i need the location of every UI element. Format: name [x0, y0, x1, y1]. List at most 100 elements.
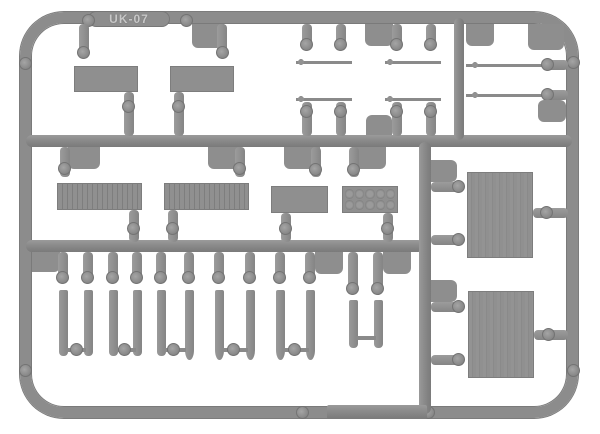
- frame-knob: [19, 364, 32, 377]
- gate: [336, 102, 346, 136]
- runner-tab: [538, 100, 566, 122]
- runner-horizontal-lower: [26, 240, 424, 252]
- gate-knob: [540, 206, 553, 219]
- gate-knob: [106, 271, 119, 284]
- gate-knob: [452, 300, 465, 313]
- gate-knob: [122, 100, 135, 113]
- gate-knob: [542, 328, 555, 341]
- gate-knob: [452, 233, 465, 246]
- gate: [83, 252, 93, 282]
- flat-plate: [74, 66, 138, 92]
- gate: [426, 24, 436, 50]
- runner-tab: [466, 24, 494, 46]
- gate: [79, 24, 89, 56]
- cartridge: [84, 290, 93, 356]
- runner-tab: [528, 24, 564, 50]
- ribbed-block: [57, 183, 142, 210]
- gate-knob: [334, 38, 347, 51]
- frame-knob: [180, 14, 193, 27]
- gate-knob: [227, 343, 240, 356]
- gate: [174, 92, 184, 136]
- gate-knob: [56, 271, 69, 284]
- gate: [184, 252, 194, 282]
- gate-knob: [424, 38, 437, 51]
- runner-segment: [327, 405, 427, 419]
- gate: [108, 252, 118, 282]
- flat-plate: [170, 66, 234, 92]
- cartridge-runner: [356, 336, 376, 340]
- gate-knob: [371, 282, 384, 295]
- chain-links: [385, 96, 441, 102]
- gate: [214, 252, 224, 282]
- gate-knob: [130, 271, 143, 284]
- gate-knob: [216, 46, 229, 59]
- beaded-links: [470, 62, 542, 68]
- gate: [542, 60, 568, 70]
- gate-knob: [243, 271, 256, 284]
- gate-knob: [172, 100, 185, 113]
- gate-knob: [81, 271, 94, 284]
- cartridge: [185, 290, 194, 360]
- gate: [392, 24, 402, 50]
- cartridge: [374, 300, 383, 348]
- gate-knob: [424, 105, 437, 118]
- runner-vertical-top-right: [454, 18, 464, 140]
- runner-tab: [365, 24, 393, 46]
- gate-knob: [127, 222, 140, 235]
- gate: [348, 252, 358, 292]
- runner-tab: [431, 160, 457, 182]
- round-cell-block: [342, 186, 398, 213]
- beaded-links: [470, 92, 542, 98]
- gate-knob: [233, 162, 246, 175]
- gate: [349, 147, 359, 177]
- runner-tab: [315, 252, 343, 274]
- runner-tab: [383, 252, 411, 274]
- frame-knob: [296, 406, 309, 419]
- gate-knob: [334, 105, 347, 118]
- gate-knob: [452, 180, 465, 193]
- cartridge: [349, 300, 358, 348]
- gate: [426, 102, 436, 136]
- runner-tab: [366, 115, 392, 135]
- gate-knob: [390, 105, 403, 118]
- cartridge: [246, 290, 255, 360]
- chain-links: [385, 59, 441, 65]
- cartridge: [133, 290, 142, 356]
- gate-knob: [347, 163, 360, 176]
- cartridge: [276, 290, 285, 360]
- sprue-label: UK-07: [88, 11, 170, 27]
- cartridge: [157, 290, 166, 356]
- runner-tab: [431, 280, 457, 302]
- frame-knob: [19, 57, 32, 70]
- gate: [542, 90, 568, 100]
- runner-tab: [208, 147, 240, 169]
- gate: [275, 252, 285, 282]
- cartridge: [59, 290, 68, 356]
- runner-tab: [68, 147, 100, 169]
- gate: [156, 252, 166, 282]
- gate: [431, 302, 461, 312]
- gate: [431, 235, 461, 245]
- gate-knob: [279, 222, 292, 235]
- cartridge: [109, 290, 118, 356]
- gate: [373, 252, 383, 292]
- gate: [58, 252, 68, 282]
- gate-knob: [154, 271, 167, 284]
- flat-plate: [271, 186, 328, 213]
- gate: [305, 252, 315, 282]
- gate-knob: [166, 222, 179, 235]
- frame-knob: [567, 364, 580, 377]
- frame-knob: [567, 56, 580, 69]
- wood-panel: [468, 291, 534, 378]
- gate-knob: [303, 271, 316, 284]
- gate-knob: [118, 343, 131, 356]
- gate-knob: [288, 343, 301, 356]
- ribbed-block: [164, 183, 249, 210]
- gate: [431, 355, 461, 365]
- gate-knob: [273, 271, 286, 284]
- gate-knob: [381, 222, 394, 235]
- runner-vertical-right: [419, 142, 431, 414]
- gate: [245, 252, 255, 282]
- gate: [302, 102, 312, 136]
